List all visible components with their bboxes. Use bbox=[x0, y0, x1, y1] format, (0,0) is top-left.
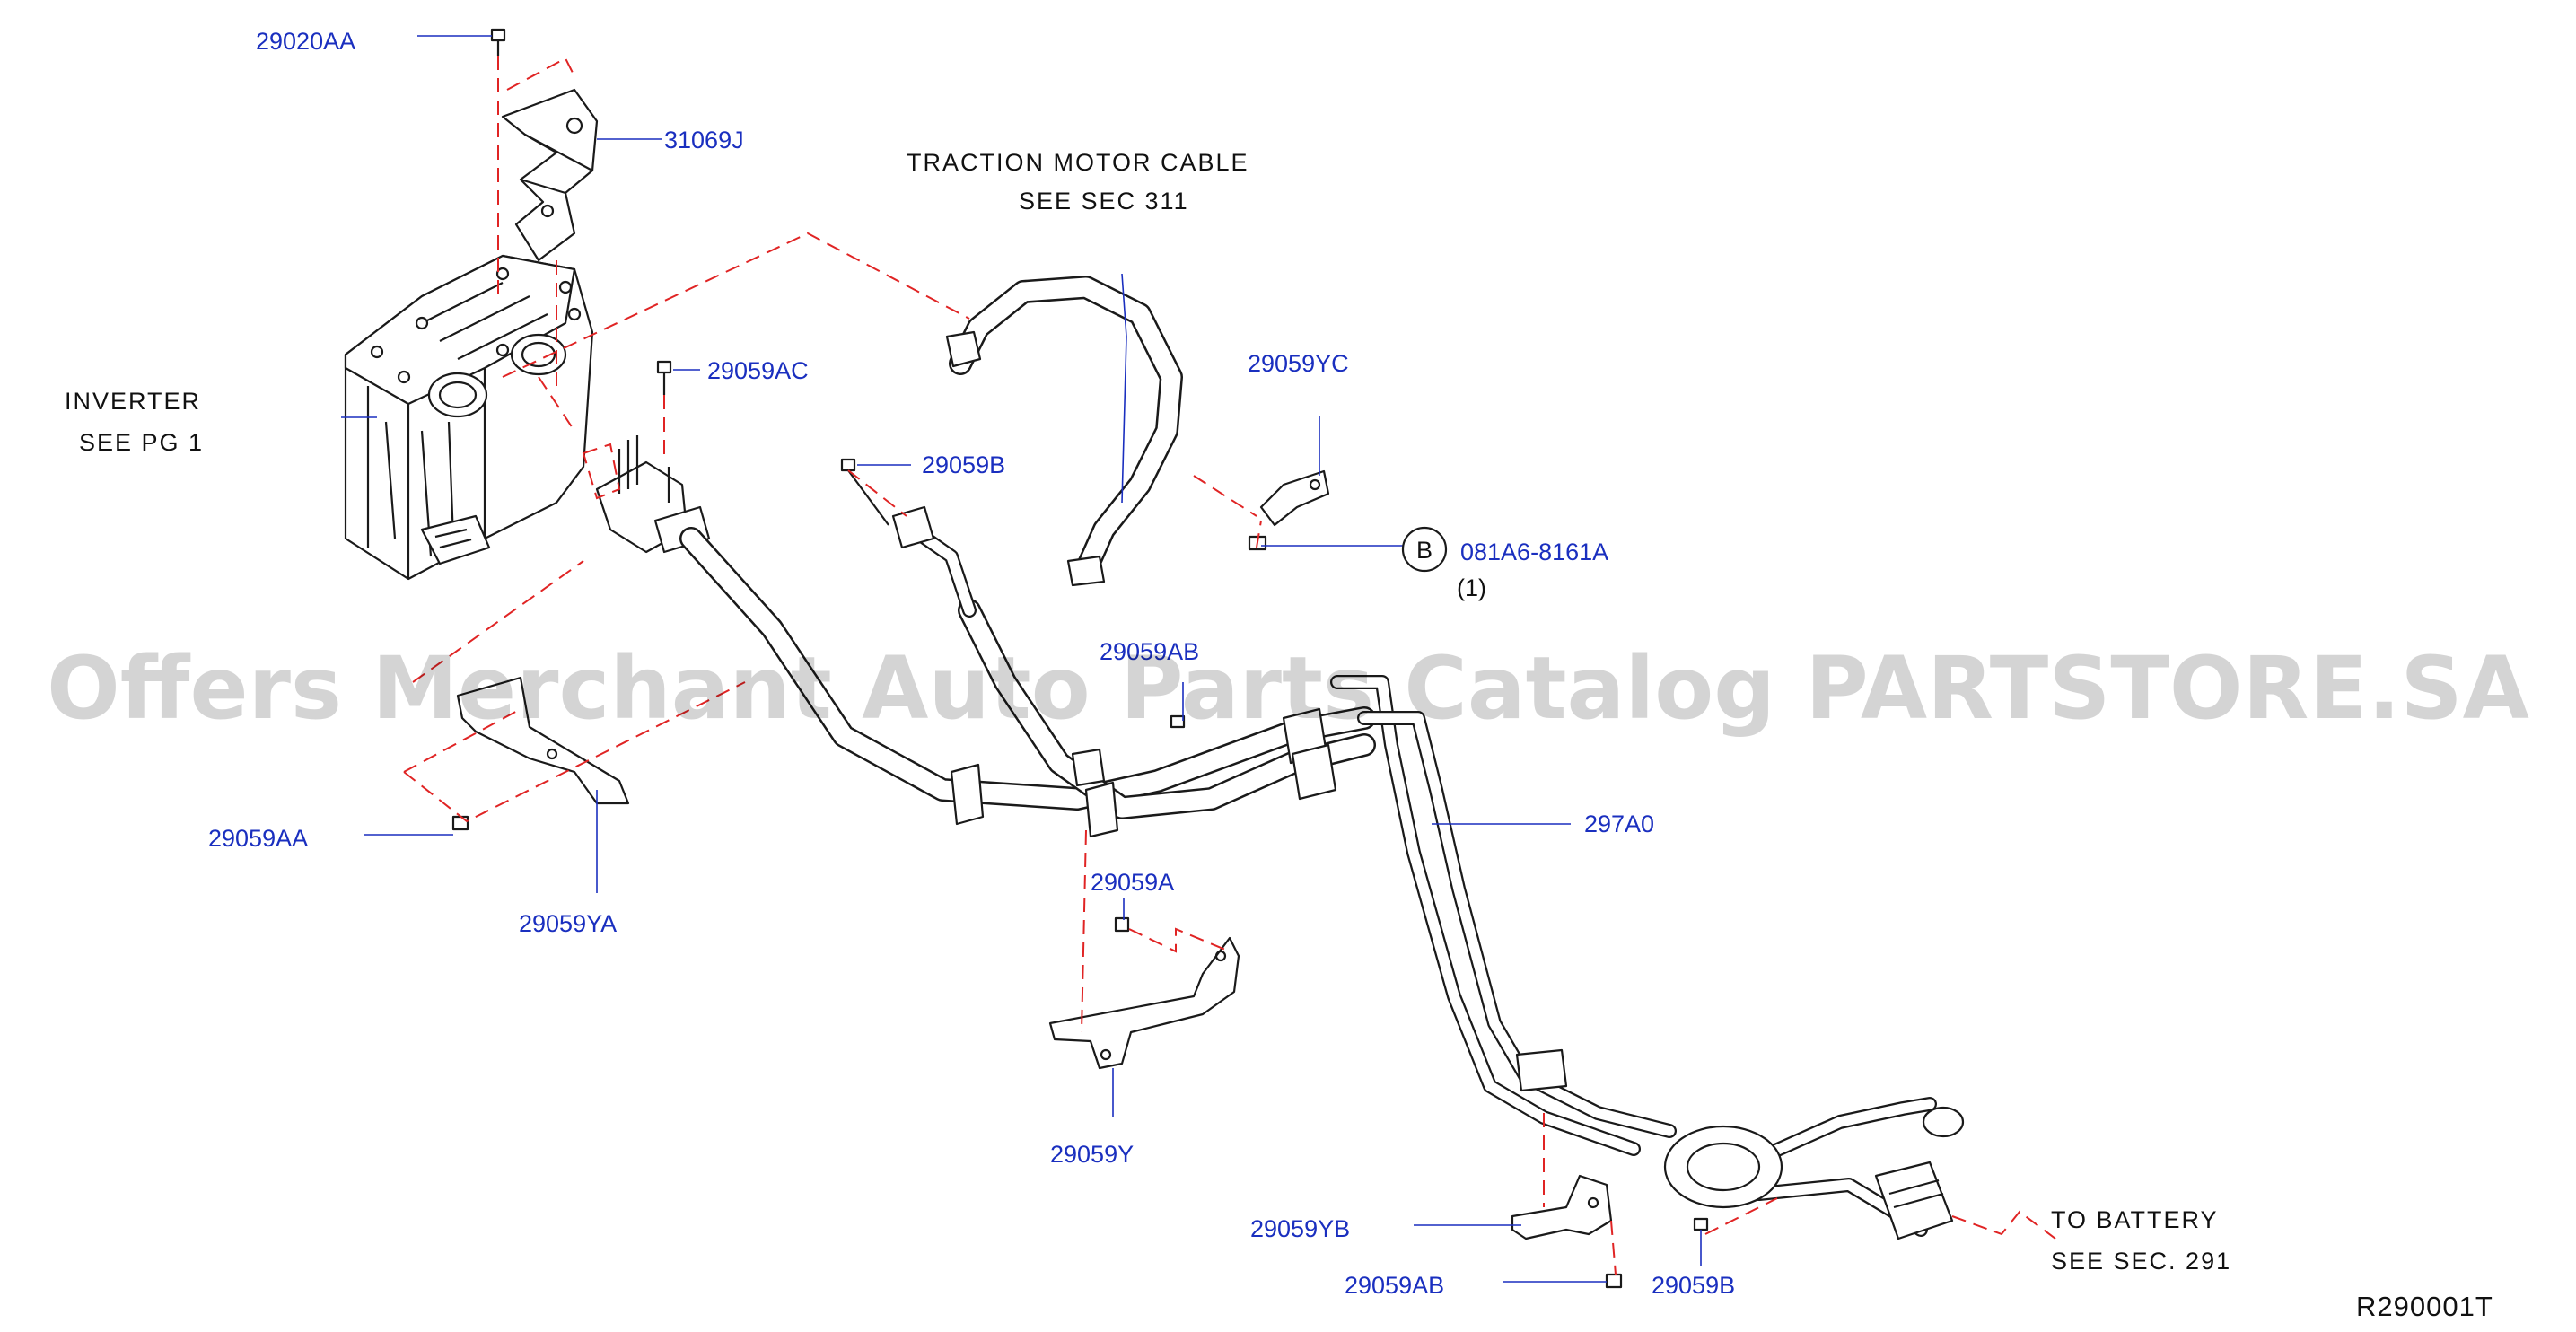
bolt-29059B-top bbox=[840, 458, 856, 472]
bracket-29059YB bbox=[1511, 1174, 1709, 1289]
bolt-29059AC bbox=[656, 360, 672, 374]
bolt-29020AA bbox=[490, 28, 506, 56]
inverter-assembly bbox=[344, 254, 594, 581]
label-29059YC[interactable]: 29059YC bbox=[1248, 350, 1349, 377]
main-harness-297A0 bbox=[679, 527, 1937, 1237]
callout-circle-b bbox=[1401, 526, 1448, 573]
label-quantity: (1) bbox=[1457, 574, 1486, 601]
label-29059YB[interactable]: 29059YB bbox=[1250, 1215, 1350, 1242]
bracket-29059YC bbox=[1248, 469, 1330, 551]
label-29059B-bottom[interactable]: 29059B bbox=[1652, 1272, 1735, 1299]
note-battery-line2: SEE SEC. 291 bbox=[2051, 1248, 2231, 1275]
label-29059AB-top[interactable]: 29059AB bbox=[1100, 638, 1199, 665]
bracket-29059Y bbox=[1048, 916, 1240, 1070]
note-inverter-line2: SEE PG 1 bbox=[79, 429, 204, 456]
assembly-guide-lines bbox=[403, 56, 2056, 1275]
bolt-29059AB-top bbox=[1170, 714, 1186, 729]
part-number-labels: 29020AA 31069J 29059AC 29059B 29059YC 08… bbox=[208, 28, 1735, 1299]
label-29059AC[interactable]: 29059AC bbox=[707, 357, 809, 384]
label-29020AA[interactable]: 29020AA bbox=[256, 28, 355, 55]
harness-branch bbox=[891, 505, 977, 618]
note-inverter-line1: INVERTER bbox=[65, 388, 201, 415]
label-29059Y[interactable]: 29059Y bbox=[1050, 1141, 1134, 1168]
label-29059B-top[interactable]: 29059B bbox=[922, 451, 1005, 478]
note-battery-line1: TO BATTERY bbox=[2051, 1206, 2219, 1233]
watermark: Offers Merchant Auto Parts Catalog PARTS… bbox=[47, 638, 2529, 739]
label-297A0[interactable]: 297A0 bbox=[1584, 811, 1654, 837]
label-29059YA[interactable]: 29059YA bbox=[519, 910, 617, 937]
bracket-31069J bbox=[501, 88, 599, 262]
callout-letter-b: B bbox=[1416, 537, 1433, 564]
traction-motor-cable bbox=[945, 276, 1183, 587]
label-31069J[interactable]: 31069J bbox=[664, 127, 744, 153]
label-29059AA[interactable]: 29059AA bbox=[208, 825, 308, 852]
label-081A6-8161A[interactable]: 081A6-8161A bbox=[1460, 539, 1608, 565]
label-29059AB-bottom[interactable]: 29059AB bbox=[1345, 1272, 1444, 1299]
leader-lines bbox=[341, 35, 1702, 1283]
drawing-id: R290001T bbox=[2356, 1291, 2493, 1322]
note-traction-line2: SEE SEC 311 bbox=[1019, 188, 1189, 215]
label-29059A[interactable]: 29059A bbox=[1091, 869, 1174, 896]
reference-notes: TRACTION MOTOR CABLE SEE SEC 311 INVERTE… bbox=[65, 149, 2231, 1275]
battery-connector bbox=[1663, 1106, 1965, 1240]
note-traction-line1: TRACTION MOTOR CABLE bbox=[907, 149, 1249, 176]
